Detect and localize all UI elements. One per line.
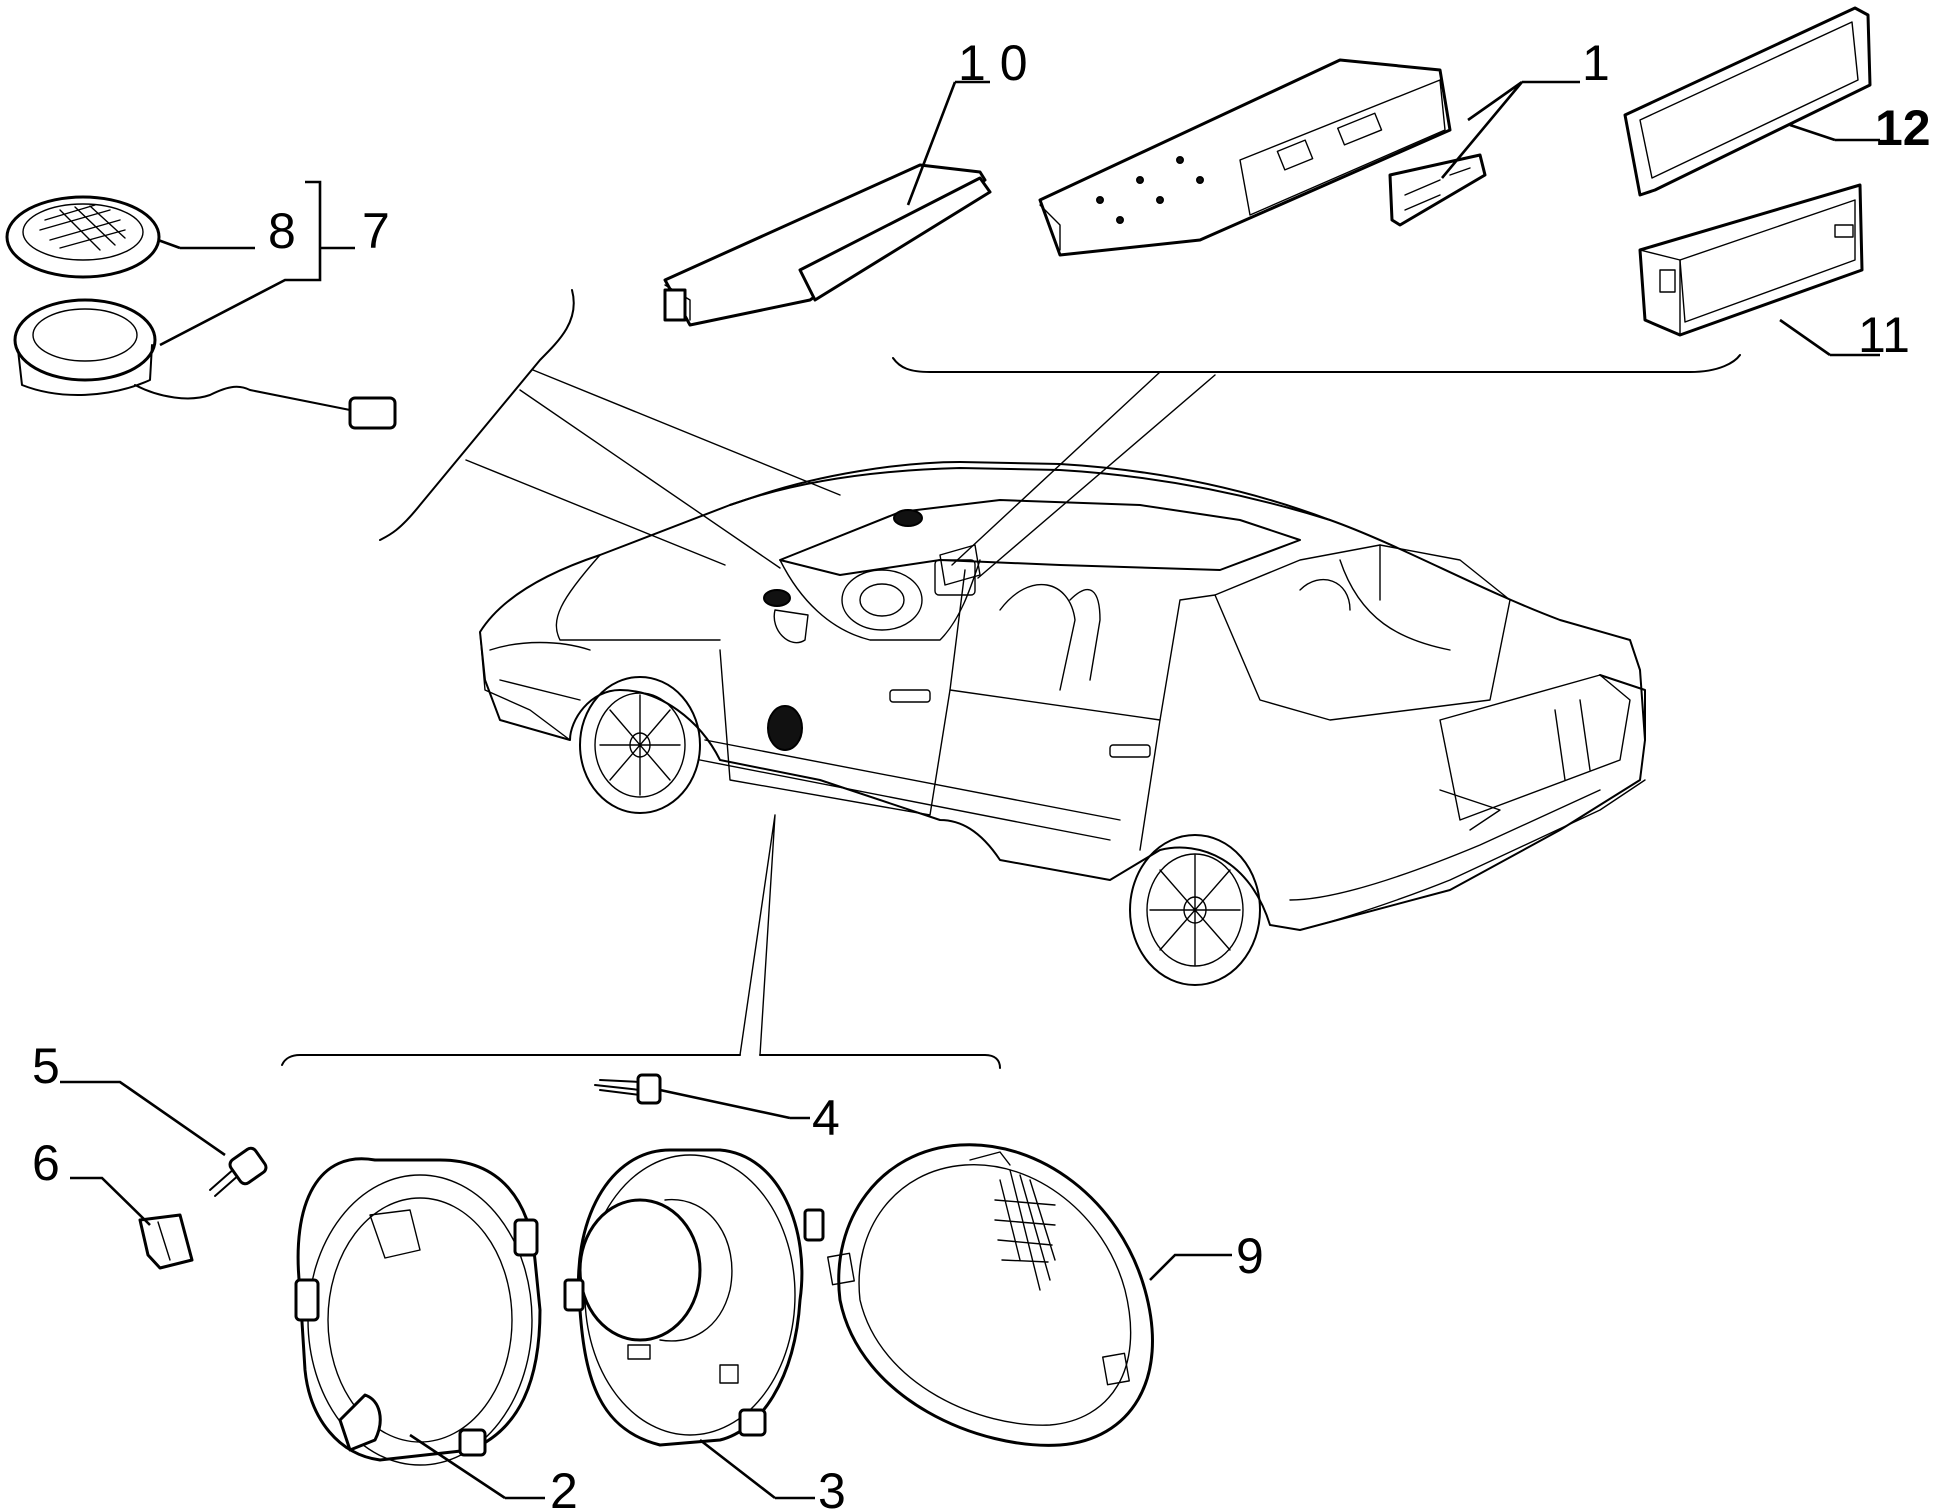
car-illustration (479, 461, 1646, 986)
tweeter-assembly (5, 195, 397, 430)
callout-8: 8 (268, 203, 296, 259)
speaker-cone (578, 1198, 702, 1342)
tweeter-location-right (763, 589, 791, 607)
callout-12: 12 (1875, 100, 1931, 156)
callout-5: 5 (32, 1038, 60, 1094)
tweeter-location-left (893, 509, 923, 527)
callout-labels: 1 2 3 4 5 6 7 8 9 1 0 11 12 (32, 35, 1931, 1510)
front-wheel (579, 676, 701, 814)
radio-sleeve (663, 163, 992, 327)
speaker-adapter-ring (294, 1157, 542, 1466)
callout-6: 6 (32, 1135, 60, 1191)
radio-unit (1038, 58, 1487, 257)
tweeter-connector (348, 396, 397, 430)
tweeter-grille (5, 195, 161, 279)
callout-3: 3 (818, 1463, 846, 1510)
clip-6 (138, 1213, 194, 1270)
screw-5 (209, 1146, 268, 1197)
leader-lines (60, 80, 1880, 1500)
group-brackets (281, 289, 1741, 1069)
callout-1: 1 (1582, 35, 1610, 91)
door-speaker (563, 1148, 825, 1447)
tweeter-body (13, 298, 157, 382)
callout-4: 4 (812, 1090, 840, 1146)
callout-11: 11 (1858, 307, 1910, 363)
radio-faceplate (1388, 153, 1487, 227)
screw-4 (594, 1073, 662, 1105)
mounting-cage (1638, 183, 1864, 337)
speaker-grille (827, 1143, 1154, 1447)
rear-wheel (1129, 834, 1261, 986)
door-speaker-location (767, 705, 803, 751)
callout-2: 2 (550, 1463, 578, 1510)
trim-frame (1623, 6, 1872, 197)
callout-10: 1 0 (958, 35, 1028, 91)
callout-7: 7 (362, 203, 390, 259)
callout-9: 9 (1236, 1228, 1264, 1284)
